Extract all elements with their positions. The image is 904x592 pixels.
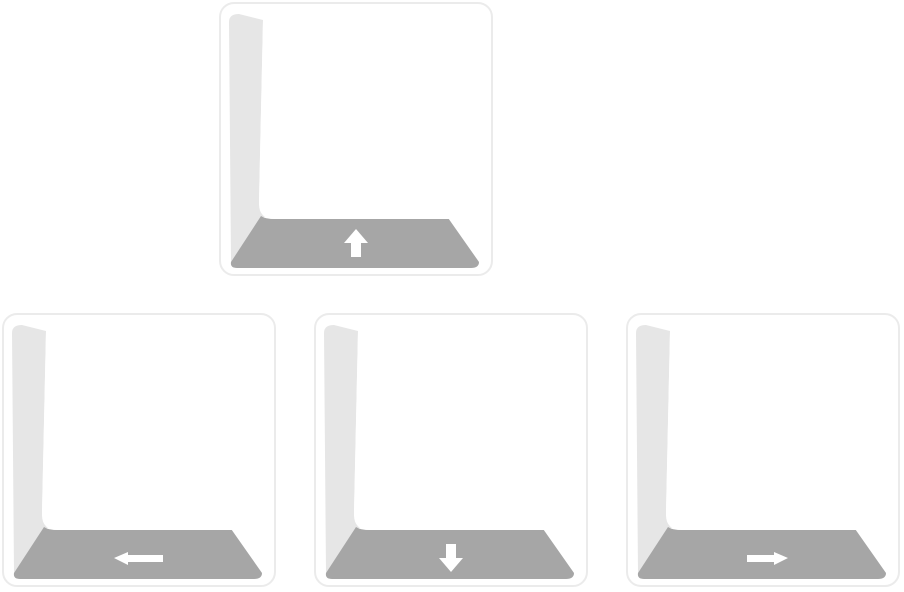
right-arrow-key[interactable] <box>624 311 902 589</box>
up-arrow-key-graphic <box>219 2 493 276</box>
keycap-left-bevel <box>636 325 672 573</box>
arrow-up-icon <box>344 229 368 257</box>
down-arrow-key[interactable] <box>312 311 590 589</box>
left-arrow-key-graphic <box>2 313 276 587</box>
left-arrow-key[interactable] <box>0 311 278 589</box>
arrow-right-icon <box>747 552 788 565</box>
arrow-left-icon <box>114 552 163 565</box>
right-arrow-key-graphic <box>626 313 900 587</box>
keycap-left-bevel <box>12 325 48 573</box>
keycap-top-face <box>259 20 467 219</box>
keycap-top-face <box>354 331 562 530</box>
down-arrow-key-graphic <box>314 313 588 587</box>
arrow-down-icon <box>439 544 463 572</box>
keycap-top-face <box>666 331 874 530</box>
keycap-bottom-bevel <box>637 526 886 579</box>
up-arrow-key[interactable] <box>217 0 495 278</box>
keycap-top-face <box>42 331 250 530</box>
keycap-bottom-bevel <box>13 526 262 579</box>
keycap-left-bevel <box>229 14 265 262</box>
keycap-left-bevel <box>324 325 360 573</box>
